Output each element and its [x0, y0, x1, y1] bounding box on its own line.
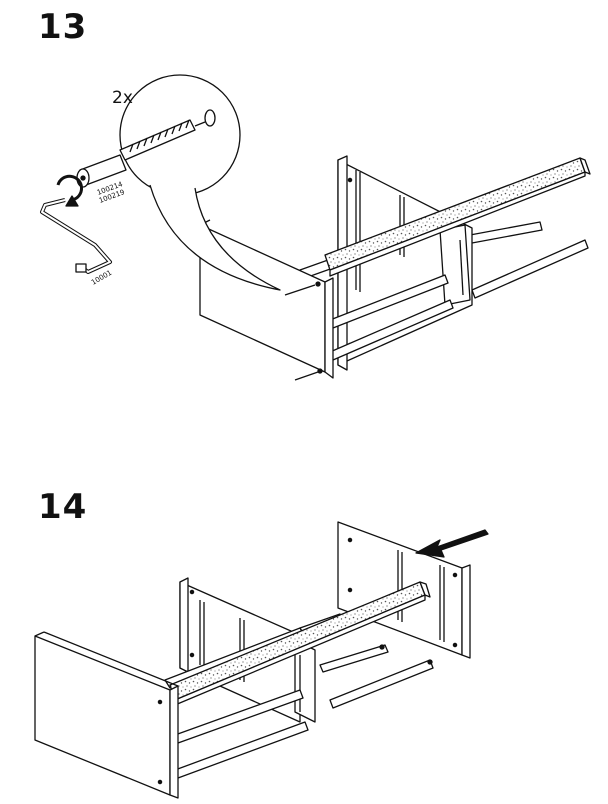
step-14-number: 14 [38, 487, 88, 527]
rotate-clockwise-icon [56, 174, 84, 207]
step-14-diagram [34, 521, 489, 799]
step-13-diagram: 2x 100214 100219 10001 [40, 74, 591, 381]
back-rails [319, 644, 434, 709]
side-panel-right [337, 521, 471, 659]
inserted-screws [284, 281, 323, 381]
quantity-label: 2x [112, 88, 133, 108]
cam-lock-detail [76, 154, 127, 188]
callout-pointer [149, 184, 281, 291]
side-panel-left [199, 219, 334, 379]
top-rail-underside [329, 171, 586, 277]
back-rails [469, 221, 589, 299]
divider-panel [439, 224, 471, 306]
allen-key-icon [40, 198, 112, 274]
top-rail-end [579, 157, 591, 175]
side-panel-left [34, 631, 179, 799]
step-13-number: 13 [38, 7, 88, 47]
top-rail-end [419, 581, 431, 598]
divider-panel [294, 639, 316, 723]
cam-screw-detail [119, 109, 216, 161]
arrow-left-icon [415, 529, 489, 558]
